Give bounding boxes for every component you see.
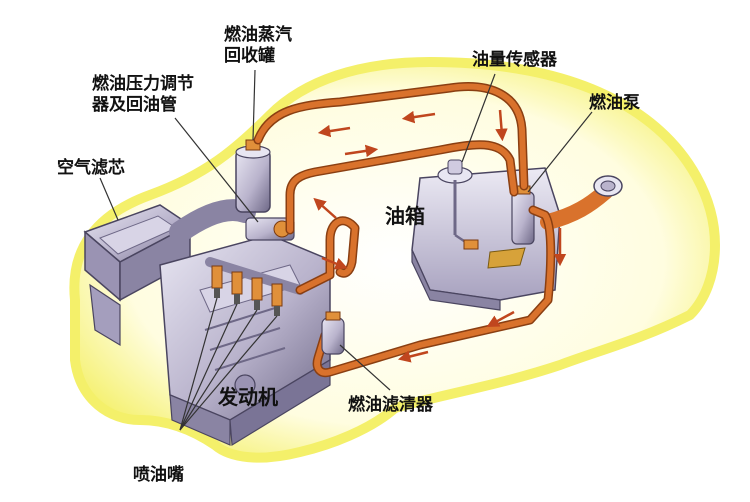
flow-arrow [321, 256, 348, 270]
leader-fuel-pump [527, 111, 593, 193]
fuel-lines [253, 82, 556, 378]
leader-injector [179, 297, 218, 431]
leader-injector [179, 315, 278, 431]
air-filter [83, 204, 192, 347]
label-fuel-tank: 油箱 [385, 204, 425, 228]
leader-injector [179, 303, 238, 431]
label-fuel-pump: 燃油泵 [589, 93, 640, 113]
flow-arrows [313, 109, 567, 363]
fuel-pump [487, 185, 535, 269]
flow-arrow [313, 197, 337, 219]
label-fuel-level-sensor: 油量传感器 [472, 50, 557, 70]
label-vapor-canister-line2: 回收罐 [224, 46, 275, 66]
flow-arrow [495, 109, 508, 142]
fuel-filter [321, 311, 345, 355]
leader-air-filter [99, 177, 119, 221]
injector [271, 283, 283, 316]
label-pressure-regulator-line1: 燃油压力调节 [92, 74, 194, 94]
fuel-rail [205, 257, 305, 316]
label-engine: 发动机 [218, 385, 278, 409]
flow-arrow [344, 144, 379, 158]
label-vapor-canister-line1: 燃油蒸汽 [224, 25, 292, 45]
label-vapor-canister: 燃油蒸汽 回收罐 [224, 25, 292, 67]
injector [231, 271, 243, 304]
leader-lines [99, 69, 593, 431]
injector [211, 265, 223, 298]
leader-injector [179, 309, 258, 431]
leader-vapor-canister [252, 69, 256, 141]
label-pressure-regulator-line2: 器及回油管 [92, 95, 177, 115]
label-air-filter: 空气滤芯 [57, 158, 125, 178]
flow-arrow [486, 310, 515, 327]
label-fuel-filter: 燃油滤清器 [348, 395, 433, 415]
flow-arrow [317, 124, 351, 138]
filler-neck [540, 175, 623, 230]
leader-pressure-regulator [174, 117, 259, 223]
leader-fuel-level-sensor [461, 73, 496, 163]
fuel-level-sensor [453, 180, 479, 250]
fuel-tank [411, 159, 561, 311]
injector [251, 277, 263, 310]
leader-fuel-filter [339, 344, 391, 391]
label-pressure-regulator: 燃油压力调节 器及回油管 [92, 74, 194, 116]
vapor-canister [235, 139, 271, 213]
label-injectors: 喷油嘴 [133, 465, 184, 485]
flow-arrow [397, 350, 429, 363]
flow-arrow [401, 110, 436, 124]
